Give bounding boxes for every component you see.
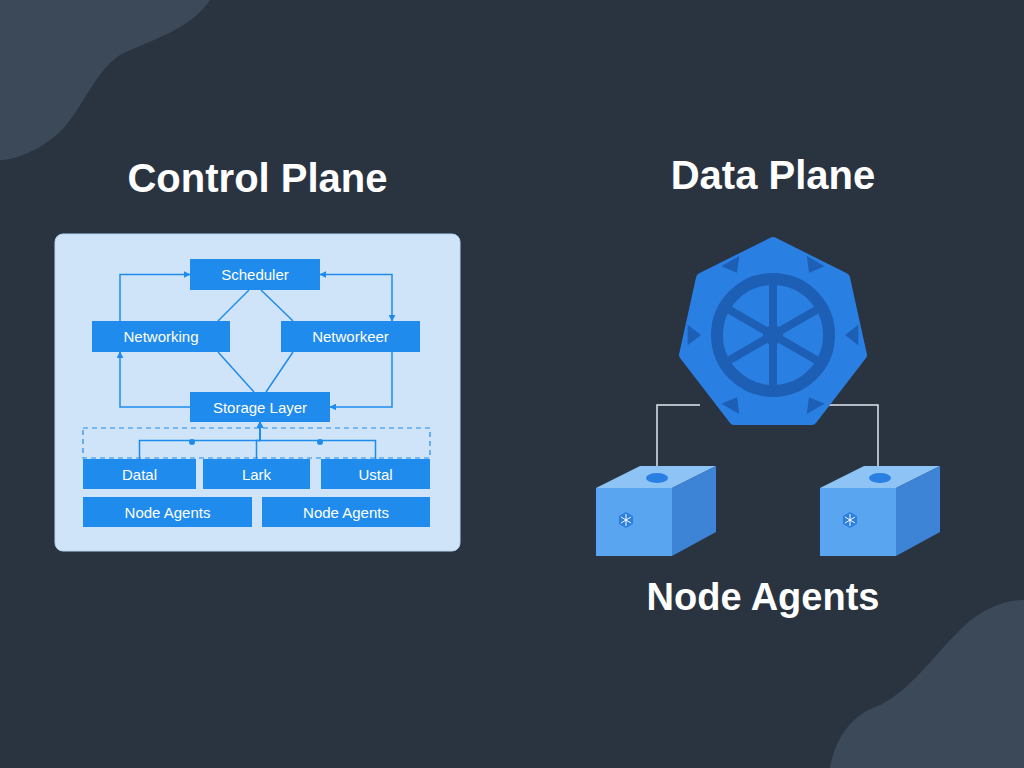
connector [140,422,261,459]
box-label: Networkeer [312,328,389,345]
box-label: Scheduler [221,266,289,283]
plane-panel: Control PlaneSchedulerNetworkingNetworke… [55,234,460,551]
box-label: Node Agents [303,504,389,521]
section-label: Data Plane [671,153,876,197]
connector [120,275,190,322]
corner-blob [830,600,1024,768]
box-label: Lark [242,466,271,483]
connector [260,422,376,459]
connector [320,275,392,322]
section-label: Node Agents [647,576,880,618]
component-box: Ustal [321,459,430,489]
corner-blob [0,0,210,160]
box-label: Ustal [358,466,392,483]
cluster-illustration [596,242,940,556]
box-label: Networking [123,328,198,345]
connector [218,352,254,392]
label-holder: Data Plane [671,153,876,198]
component-box: Lark [203,459,310,489]
box-label: Storage Layer [213,399,307,416]
component-box: Node Agents [262,497,430,527]
component-box: Storage Layer [190,392,330,422]
component-box: Networkeer [281,321,420,352]
label-holder: Node Agents [647,576,880,619]
connector [261,290,293,321]
panel-heading: Control Plane [55,156,460,201]
component-box: Node Agents [83,497,252,527]
connector [266,352,293,392]
component-box: Datal [83,459,196,489]
box-label: Datal [122,466,157,483]
connector [120,352,190,407]
box-label: Node Agents [125,504,211,521]
panel-background [55,234,460,551]
connector [218,290,249,321]
component-box: Scheduler [190,259,320,290]
connector [330,352,392,407]
component-box: Networking [92,321,230,352]
